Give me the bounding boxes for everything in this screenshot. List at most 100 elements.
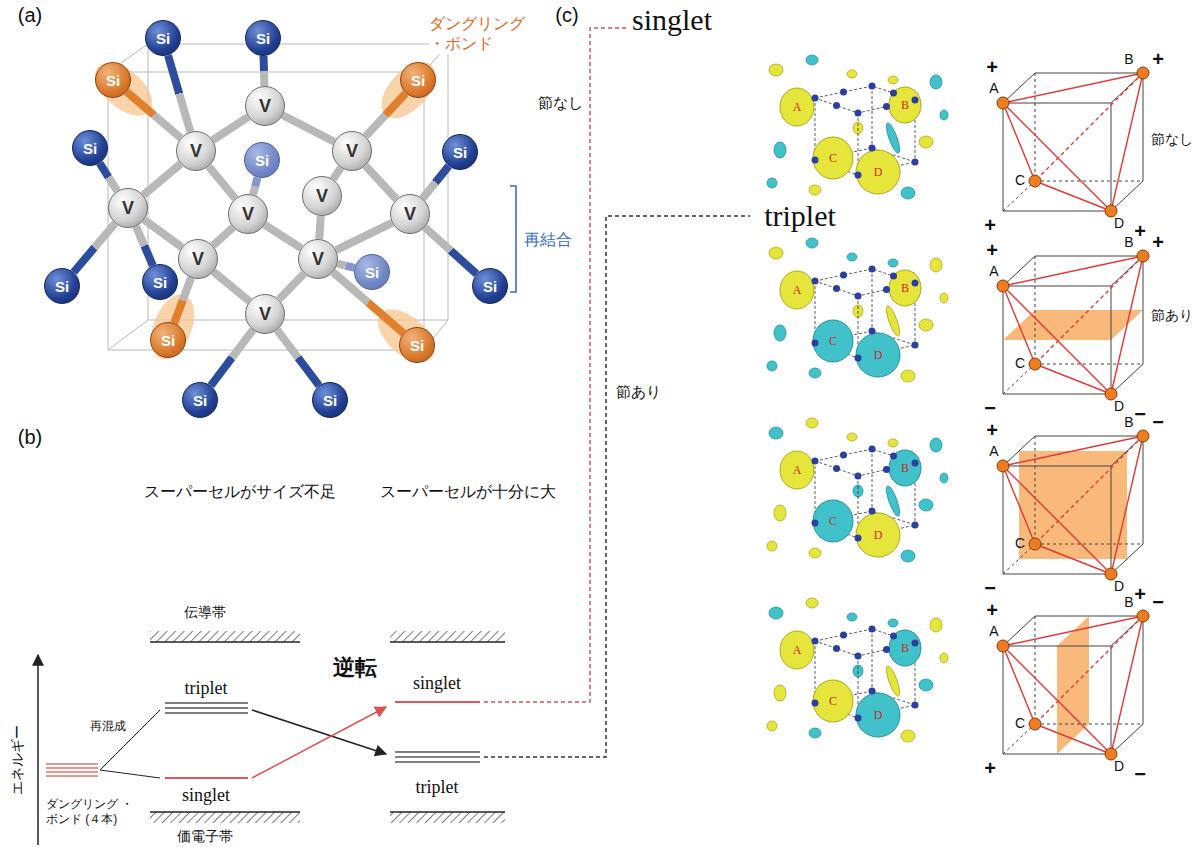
sign-label: − [984, 576, 996, 601]
level-label: singlet [413, 672, 461, 695]
atom-symbol: V [346, 142, 358, 160]
triplet-level [165, 702, 248, 704]
atom-dot [833, 645, 840, 652]
inversion-arrow [252, 710, 386, 754]
silicon-atom: Si [399, 327, 435, 363]
vanadium-atom: V [298, 239, 338, 279]
vanadium-atom: V [245, 86, 285, 126]
orbital-lobe [769, 607, 783, 619]
cube-edge [1143, 256, 1144, 364]
dangling-level [46, 767, 98, 769]
site-label: D [874, 528, 883, 543]
atom-symbol: V [192, 250, 204, 268]
orbital-isosurface [767, 238, 948, 382]
tetrahedron-edge [1003, 103, 1035, 181]
annotation: 節あり [1151, 307, 1193, 325]
cube-edge [1111, 181, 1143, 211]
annotation: 節あり [616, 383, 661, 402]
orbital-lobe [813, 500, 853, 542]
cube-edge [1003, 394, 1111, 395]
band-edge [150, 811, 300, 813]
atom-dot [890, 273, 897, 280]
orbital-lobe [767, 361, 777, 371]
cube-edge [1111, 103, 1112, 211]
dangling-level [46, 763, 98, 765]
site-label: B [901, 281, 909, 296]
orbital-lobe [919, 499, 933, 511]
silicon-atom: Si [400, 62, 436, 98]
atom-symbol: V [242, 205, 254, 223]
orbital-lobe [888, 619, 898, 627]
cube-edge [1003, 73, 1035, 103]
panel-letter: (a) [18, 3, 42, 28]
tetrahedron-edge [1003, 103, 1111, 211]
orbital-lobe [780, 631, 814, 669]
cube-edge [1003, 466, 1111, 467]
vertex-label: C [1015, 172, 1025, 190]
orbital-lobe [884, 122, 902, 155]
orbital-lobe [856, 333, 900, 377]
orbital-lobe [847, 253, 857, 261]
level-label: triplet [185, 677, 228, 700]
atomic-bond [144, 220, 182, 247]
orbital-lobe [767, 178, 777, 188]
singlet-level [395, 701, 480, 703]
sign-label: − [1134, 402, 1146, 427]
atom-symbol: V [190, 142, 202, 160]
atom-site [1137, 610, 1149, 622]
band-hatch [390, 812, 505, 823]
atomic-bond [319, 216, 320, 239]
tetrahedron-edge [1003, 286, 1035, 364]
atom-dot [912, 280, 919, 287]
orbital-lobe [813, 320, 853, 362]
tetrahedron-edge [1003, 286, 1111, 394]
tetrahedron-edge [1003, 256, 1143, 286]
orbital-lobe [769, 247, 783, 259]
atom-dot [833, 285, 840, 292]
site-label: C [829, 514, 837, 529]
level-label: singlet [182, 784, 230, 807]
atom-symbol: Si [156, 31, 170, 46]
cube-edge [1111, 73, 1143, 103]
atom-dot [812, 157, 819, 164]
orbital-isosurface [767, 418, 948, 562]
orbital-lobe [806, 598, 818, 608]
vanadium-atom: V [178, 239, 218, 279]
atomic-bond [333, 168, 341, 180]
silicon-atom: Si [95, 62, 131, 98]
cell-edge [148, 44, 448, 320]
atom-symbol: Si [453, 145, 467, 160]
annotation: 節なし [538, 94, 583, 113]
orbital-lobe [940, 293, 948, 303]
vertex-label: A [989, 80, 998, 98]
vertex-label: B [1124, 414, 1133, 432]
atomic-bond [336, 223, 392, 250]
cube-edge [1003, 646, 1111, 647]
tetrahedron-edge [1035, 364, 1111, 394]
orbital-lobe [774, 685, 786, 701]
atomic-bond [423, 166, 449, 198]
orbital-lobe [884, 665, 902, 698]
band-hatch [390, 631, 505, 642]
atom-site [1137, 430, 1149, 442]
orbital-lobe [809, 185, 821, 195]
energy-axis [37, 655, 39, 845]
atom-symbol: V [312, 250, 324, 268]
atomic-bond [168, 55, 190, 132]
band-label: 伝導帯 [184, 604, 226, 622]
orbital-lobe [813, 137, 853, 179]
orbital-lobe [806, 418, 818, 428]
orbital-lobe [767, 541, 777, 551]
cube-edge [1035, 616, 1036, 724]
level-label: triplet [416, 776, 459, 799]
orbital-lobe [806, 238, 818, 248]
atom-symbol: Si [365, 265, 379, 280]
vertex-label: C [1015, 535, 1025, 553]
annotation: 逆転 [333, 654, 377, 682]
tetrahedron-cube [997, 610, 1149, 760]
atom-dot [812, 95, 819, 102]
band-edge [150, 641, 300, 643]
sign-label: + [1134, 219, 1146, 244]
sign-label: + [986, 238, 998, 263]
orbital-lobe [774, 142, 786, 158]
